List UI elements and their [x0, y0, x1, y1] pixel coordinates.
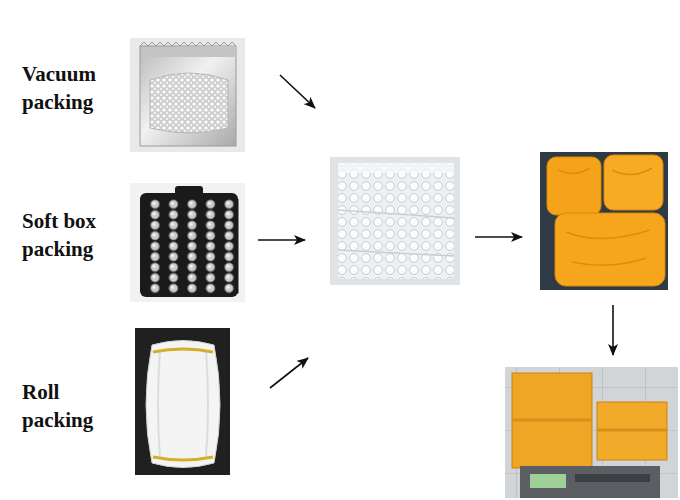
packing-label: Roll packing — [22, 378, 124, 434]
flow-arrow — [258, 239, 305, 241]
packing-label: Vacuum packing — [22, 60, 124, 116]
photo-frame: Soft box packing — [130, 183, 245, 302]
soft-box-photo — [130, 183, 245, 302]
roll-photo — [135, 328, 230, 475]
photo-frame: Roll packing — [135, 328, 230, 475]
boxes-on-scale-photo — [505, 367, 678, 498]
photo-frame: Vacuum packing — [130, 38, 245, 152]
flow-arrow — [270, 358, 308, 388]
bubble-wrap-photo — [330, 157, 460, 285]
flow-arrow — [475, 236, 522, 238]
photo-frame — [540, 152, 668, 290]
photo-frame — [505, 367, 678, 498]
photo-frame — [330, 157, 460, 285]
packing-label: Soft box packing — [22, 207, 124, 263]
wrapped-parcels-photo — [540, 152, 668, 290]
flow-arrow — [280, 75, 315, 108]
vacuum-bag-photo — [130, 38, 245, 152]
flow-arrow — [612, 305, 614, 355]
